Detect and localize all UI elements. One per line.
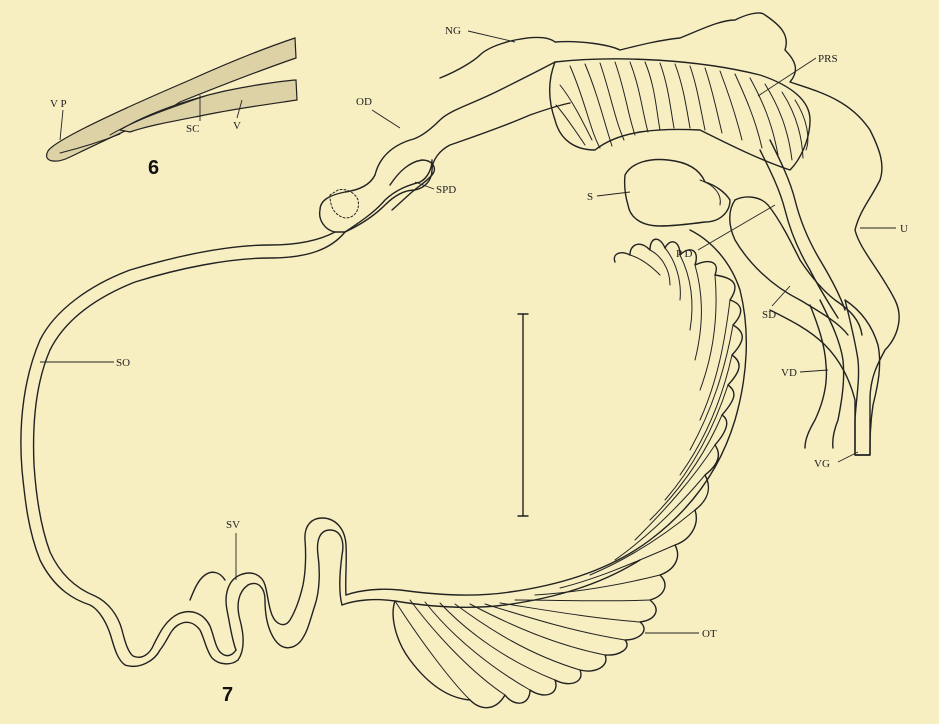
label-sv: SV — [226, 519, 240, 531]
label-prs: PRS — [818, 53, 838, 65]
label-vg: VG — [814, 458, 830, 470]
label-u: U — [900, 223, 908, 235]
oviduct — [320, 62, 570, 232]
label-vd: VD — [781, 367, 797, 379]
figure-6-number: 6 — [148, 157, 159, 179]
spermatheca — [625, 160, 730, 226]
ovotestis — [342, 230, 746, 708]
vas-deferens — [820, 300, 844, 448]
figure-7-labels: NG PRS OD SPD S P D U SD SO VD VG SV OT … — [40, 25, 908, 706]
label-s: S — [587, 191, 593, 203]
label-spd: SPD — [436, 184, 456, 196]
figure-6-drawing — [45, 35, 297, 465]
label-ot: OT — [702, 628, 717, 640]
figure-7-number: 7 — [222, 684, 233, 706]
label-vp: V P — [50, 98, 67, 110]
scale-bar — [518, 314, 528, 516]
label-so: SO — [116, 357, 130, 369]
nidamental-gland-outline — [440, 13, 899, 455]
label-od: OD — [356, 96, 372, 108]
seminal-vesicle — [238, 530, 343, 660]
label-sd: SD — [762, 309, 776, 321]
label-sc: SC — [186, 123, 199, 135]
label-ng: NG — [445, 25, 461, 37]
label-pd: P D — [676, 248, 692, 260]
label-v: V — [233, 120, 241, 132]
prostate-ribbon — [550, 59, 810, 170]
